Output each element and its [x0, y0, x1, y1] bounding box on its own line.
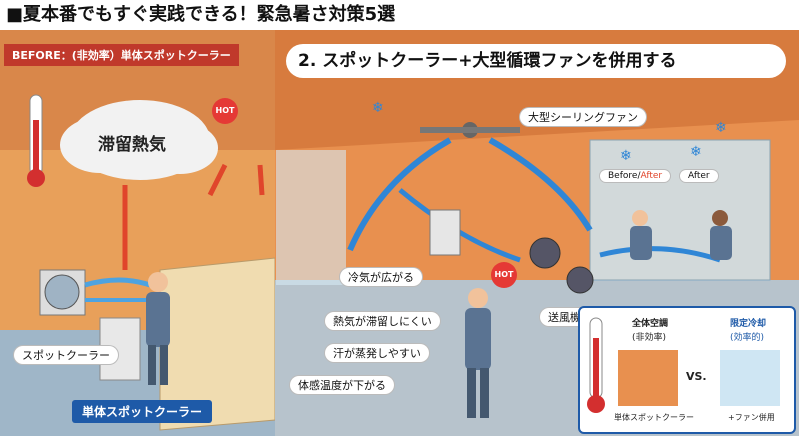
benefit-item: 汗が蒸発しやすい: [325, 344, 429, 362]
vs-label: VS.: [686, 370, 707, 383]
page-title: ■夏本番でもすぐ実践できる！緊急暑さ対策5選: [0, 0, 799, 30]
stagnant-heat-label: 滞留熱気: [98, 135, 166, 155]
svg-text:❄: ❄: [690, 144, 702, 160]
before-badge: BEFORE：(非効率）単体スポットクーラー: [4, 44, 239, 66]
section-headline: 2. スポットクーラー+大型循環ファンを併用する: [286, 44, 786, 78]
ceiling-fan-label: 大型シーリングファン: [520, 108, 646, 126]
single-spot-cooler-badge: 単体スポットクーラー: [72, 400, 213, 423]
before-after-label: Before/After: [600, 170, 671, 182]
comparison-inset: 全体空調 (非効率) 単体スポットクーラー VS. 限定冷却 (効率的) +ファ…: [578, 306, 796, 434]
before-text: Before: [608, 171, 638, 181]
inset-right-title: 限定冷却: [730, 319, 767, 329]
benefit-item: 熱気が滞留しにくい: [325, 312, 440, 330]
blower-label: 送風機: [540, 308, 589, 326]
inset-art: [587, 317, 780, 413]
inset-left-caption: 単体スポットクーラー: [614, 413, 694, 422]
after-text: After: [640, 171, 663, 181]
benefit-item: 体感温度が下がる: [290, 376, 394, 394]
benefit-item: 冷気が広がる: [340, 268, 422, 286]
hot-badge-left: HOT: [212, 98, 238, 124]
svg-text:❄: ❄: [620, 148, 632, 164]
spot-cooler-label: スポットクーラー: [14, 346, 118, 364]
svg-text:❄: ❄: [715, 120, 727, 136]
inset-right-sub: (効率的): [730, 333, 765, 343]
after-label: After: [680, 170, 718, 182]
inset-left-title: 全体空調: [632, 319, 669, 329]
inset-right-caption: +ファン併用: [728, 413, 775, 422]
slash-text: /: [637, 171, 641, 181]
inset-left-sub: (非効率): [632, 333, 667, 343]
hot-badge-right: HOT: [491, 262, 517, 288]
svg-text:❄: ❄: [372, 100, 384, 116]
